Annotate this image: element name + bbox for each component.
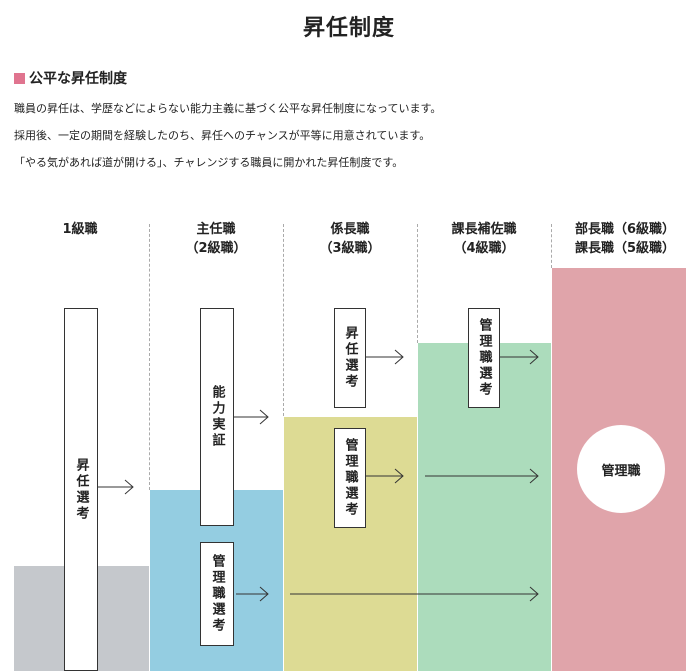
description-line-1: 職員の昇任は、学歴などによらない能力主義に基づく公平な昇任制度になっています。 xyxy=(14,102,442,115)
arrow-grade3-management xyxy=(366,468,404,484)
column-header-grade4-line2: （4級職） xyxy=(453,241,515,256)
management-label: 管理職 xyxy=(601,463,641,479)
arrow-grade3-promotion xyxy=(366,349,404,365)
column-header-grade3: 係長職 （3級職） xyxy=(284,220,416,258)
page-title: 昇任制度 xyxy=(302,16,395,41)
arrow-grade2-promotion xyxy=(233,409,269,425)
column-divider-4 xyxy=(551,224,552,268)
column-header-grade4-line1: 課長補佐職 xyxy=(451,222,517,237)
arrow-grade4-management xyxy=(500,349,539,365)
promotion-exam-grade1-box: 昇任選考 xyxy=(64,308,98,671)
section-heading: 公平な昇任制度 xyxy=(14,68,127,88)
description-line-2: 採用後、一定の期間を経験したのち、昇任へのチャンスが平等に用意されています。 xyxy=(14,129,431,142)
management-exam-grade4-box: 管理職選考 xyxy=(468,308,500,408)
column-header-grade5-line2: 課長職（5級職） xyxy=(574,241,676,256)
column-header-grade3-line2: （3級職） xyxy=(319,241,381,256)
column-header-grade2: 主任職 （2級職） xyxy=(150,220,282,258)
ability-proof-box: 能力実証 xyxy=(200,308,234,526)
arrow-grade3-management-long xyxy=(425,468,539,484)
arrow-grade1-promotion xyxy=(98,479,134,495)
arrow-grade2-management-long xyxy=(290,586,539,602)
description-line-3: 「やる気があれば道が開ける」、チャレンジする職員に開かれた昇任制度です。 xyxy=(14,156,404,169)
column-header-grade2-line1: 主任職 xyxy=(196,222,236,237)
section-heading-text: 公平な昇任制度 xyxy=(29,71,127,87)
management-circle: 管理職 xyxy=(577,425,665,513)
section-marker xyxy=(14,72,25,84)
arrow-grade2-management xyxy=(236,586,269,602)
column-header-grade1: 1級職 xyxy=(20,220,140,239)
management-exam-grade3-box: 管理職選考 xyxy=(334,428,366,528)
column-header-grade1-line1: 1級職 xyxy=(62,222,98,237)
column-header-grade4: 課長補佐職 （4級職） xyxy=(418,220,550,258)
column-header-grade2-line2: （2級職） xyxy=(185,241,247,256)
column-header-grade5: 部長職（6級職） 課長職（5級職） xyxy=(552,220,698,258)
column-header-grade3-line1: 係長職 xyxy=(330,222,370,237)
column-divider-2 xyxy=(283,224,284,416)
promotion-exam-grade3-box: 昇任選考 xyxy=(334,308,366,408)
column-divider-3 xyxy=(417,224,418,343)
management-exam-grade2-box: 管理職選考 xyxy=(200,542,234,646)
column-header-grade5-line1: 部長職（6級職） xyxy=(574,222,676,237)
column-divider-1 xyxy=(149,224,150,490)
